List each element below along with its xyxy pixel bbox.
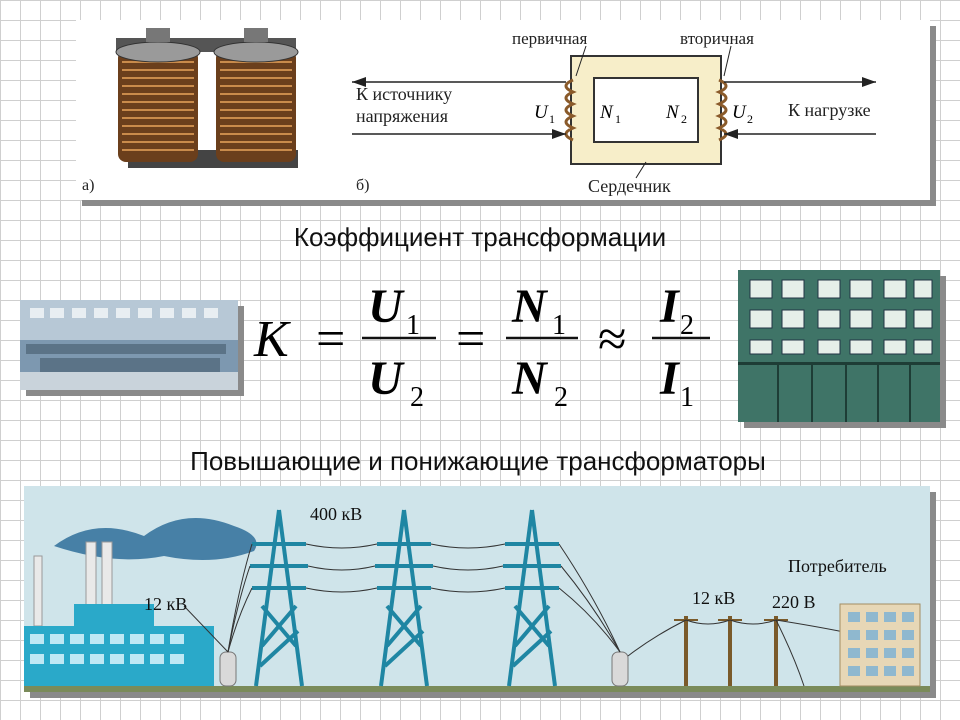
svg-text:1: 1 [552,310,566,341]
svg-text:2: 2 [747,112,753,126]
svg-text:1: 1 [549,112,555,126]
core-label: Сердечник [588,176,671,196]
label-b: б) [356,177,369,194]
right-coil-windings [220,61,292,151]
svg-text:I: I [659,280,681,333]
fraction-voltage: U 1 U 2 [362,280,436,413]
label-400kv: 400 кВ [310,504,362,524]
consumer-building [839,603,921,687]
transformation-ratio-formula: K = U 1 U 2 = N 1 N 2 ≈ I 2 I 1 [253,280,710,413]
hv-wires [227,543,621,653]
stepup-title: Повышающие и понижающие трансформаторы [190,446,766,476]
symbol-u1: U 1 [534,102,555,126]
svg-text:I: I [659,352,681,405]
svg-text:U: U [368,280,405,333]
svg-text:U: U [534,102,549,123]
symbol-n1: N 1 [599,102,621,126]
tower-2 [375,509,433,687]
primary-leader [575,45,587,77]
svg-text:2: 2 [410,382,424,413]
svg-text:U: U [732,102,747,123]
fraction-current: I 2 I 1 [652,280,710,413]
control-room-photo [20,300,238,390]
secondary-label: вторичная [680,29,754,48]
svg-text:2: 2 [680,310,694,341]
load-label: К нагрузке [788,100,871,120]
svg-text:U: U [368,352,405,405]
ground [24,686,930,692]
source-label-line2: напряжения [356,106,448,126]
core-leader [635,161,647,179]
symbol-n2: N 2 [665,102,687,126]
switchgear-photo [738,270,940,422]
tower-1 [250,509,308,687]
label-consumer: Потребитель [788,556,887,576]
svg-text:2: 2 [554,382,568,413]
left-terminal [146,28,170,42]
right-terminal [244,28,268,42]
secondary-leader [723,45,732,77]
source-arrowhead-top [352,77,366,87]
primary-label: первичная [512,29,587,48]
transformer-diagram-panel: а) б) первичная вторичная К источнику на… [76,20,930,200]
source-arrowhead-bottom [552,129,566,139]
low-voltage-wires [627,619,845,687]
svg-text:1: 1 [406,310,420,341]
formula-eq1: = [316,311,345,368]
label-a: а) [82,177,94,194]
switchgear-illustration [738,270,940,422]
power-line-illustration: 400 кВ 12 кВ 12 кВ 220 В Потребитель [24,486,930,692]
load-arrowhead-bottom [724,129,738,139]
svg-text:2: 2 [681,112,687,126]
symbol-u2: U 2 [732,102,753,126]
right-coil [216,50,296,162]
svg-text:N: N [599,102,614,123]
power-line-panel: 400 кВ 12 кВ 12 кВ 220 В Потребитель [24,486,930,692]
left-coil [118,50,198,162]
svg-text:1: 1 [615,112,621,126]
power-plant [24,541,214,686]
core-window [593,77,699,143]
left-coil-cap [115,41,201,63]
ratio-title: Коэффициент трансформации [293,222,667,252]
source-label-line1: К источнику [356,84,452,104]
label-12kv-right: 12 кВ [692,588,735,608]
tower-3 [503,509,561,687]
left-coil-windings [122,61,194,151]
control-room-illustration [20,300,238,390]
load-arrowhead-top [862,77,876,87]
svg-text:1: 1 [680,382,694,413]
formula-approx: ≈ [598,311,627,368]
stepdown-transformer [611,651,629,687]
svg-text:N: N [511,280,549,333]
right-coil-cap [213,41,299,63]
fraction-turns: N 1 N 2 [506,280,578,413]
label-12kv-left: 12 кВ [144,594,187,614]
svg-text:N: N [511,352,549,405]
secondary-coil [715,78,728,142]
formula-k: K [253,311,291,368]
transformer-diagram: а) б) первичная вторичная К источнику на… [82,28,876,196]
svg-text:N: N [665,102,680,123]
formula-eq2: = [456,311,485,368]
label-220v: 220 В [772,592,816,612]
distribution-poles [684,616,778,686]
primary-coil [564,78,577,142]
